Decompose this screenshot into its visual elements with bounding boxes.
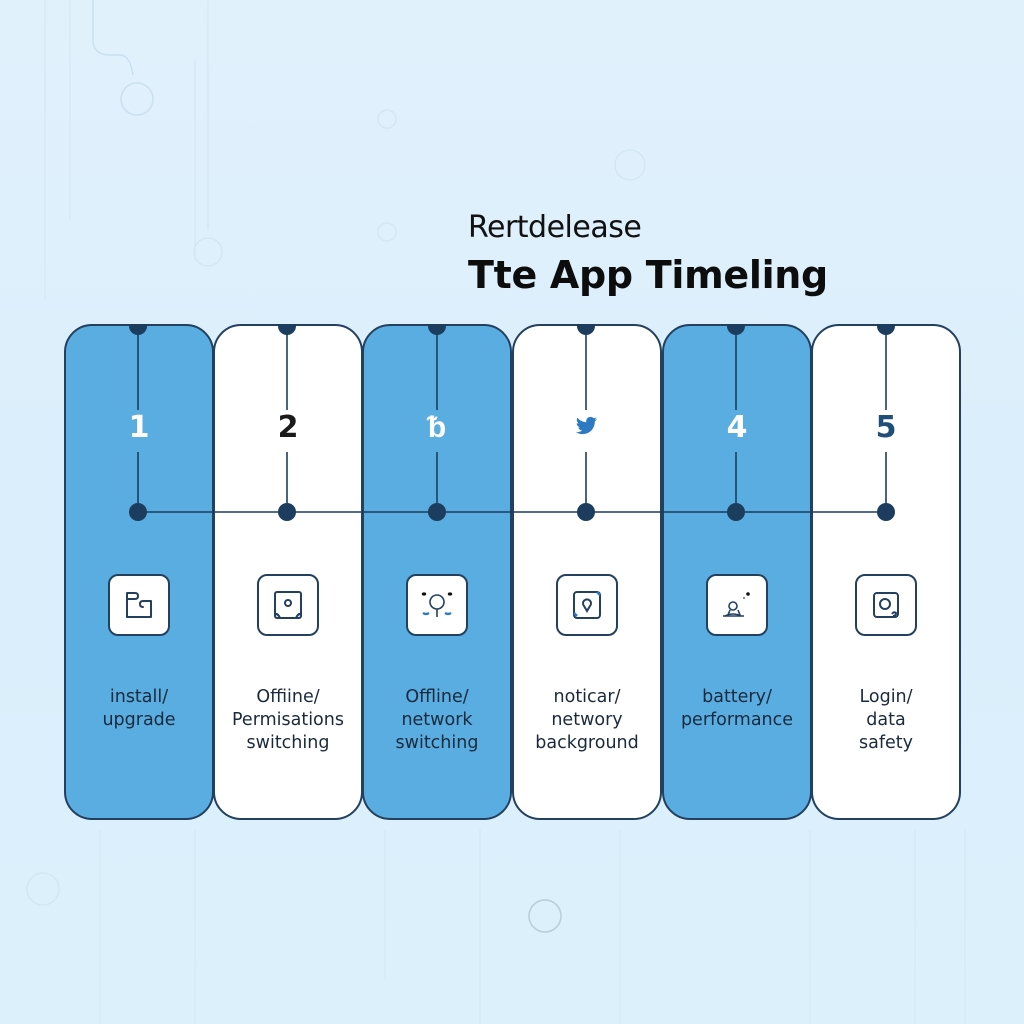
- step-label: Login/ data safety: [859, 687, 913, 753]
- notification-pin-icon: [556, 574, 618, 636]
- phone-camera-icon: [257, 574, 319, 636]
- diagram-subtitle: Rertdelease: [468, 210, 642, 245]
- step-marker: 5: [875, 410, 897, 445]
- diagram-title: Tte App Timeling: [468, 253, 828, 297]
- step-card-2[interactable]: 2 Offiine/ Permisations switching: [213, 324, 363, 820]
- step-card-3[interactable]: ᵬ Offline/ network switching: [362, 324, 512, 820]
- step-label: Offline/ network switching: [395, 687, 479, 753]
- battery-performance-icon: [706, 574, 768, 636]
- network-node-icon: [406, 574, 468, 636]
- step-marker: 1: [128, 410, 150, 445]
- step-card-5[interactable]: 4 battery/ performance: [662, 324, 812, 820]
- step-marker: 4: [726, 410, 748, 445]
- twitter-bird-icon: [514, 410, 660, 447]
- step-label: battery/ performance: [680, 687, 794, 730]
- step-marker: ᵬ: [427, 410, 447, 445]
- step-label: Offiine/ Permisations switching: [232, 687, 344, 753]
- title-block: Rertdelease Tte App Timeling: [468, 210, 828, 298]
- step-card-1[interactable]: 1 install/ upgrade: [64, 324, 214, 820]
- step-card-6[interactable]: 5 Login/ data safety: [811, 324, 961, 820]
- step-card-4[interactable]: noticar/ networy background: [512, 324, 662, 820]
- step-label: noticar/ networy background: [535, 687, 639, 753]
- timeline-cards: 1 install/ upgrade 2 Offiine/ Permisatio…: [64, 324, 961, 820]
- login-lock-icon: [855, 574, 917, 636]
- folder-document-icon: [108, 574, 170, 636]
- step-label: install/ upgrade: [102, 687, 176, 730]
- step-marker: 2: [277, 410, 299, 445]
